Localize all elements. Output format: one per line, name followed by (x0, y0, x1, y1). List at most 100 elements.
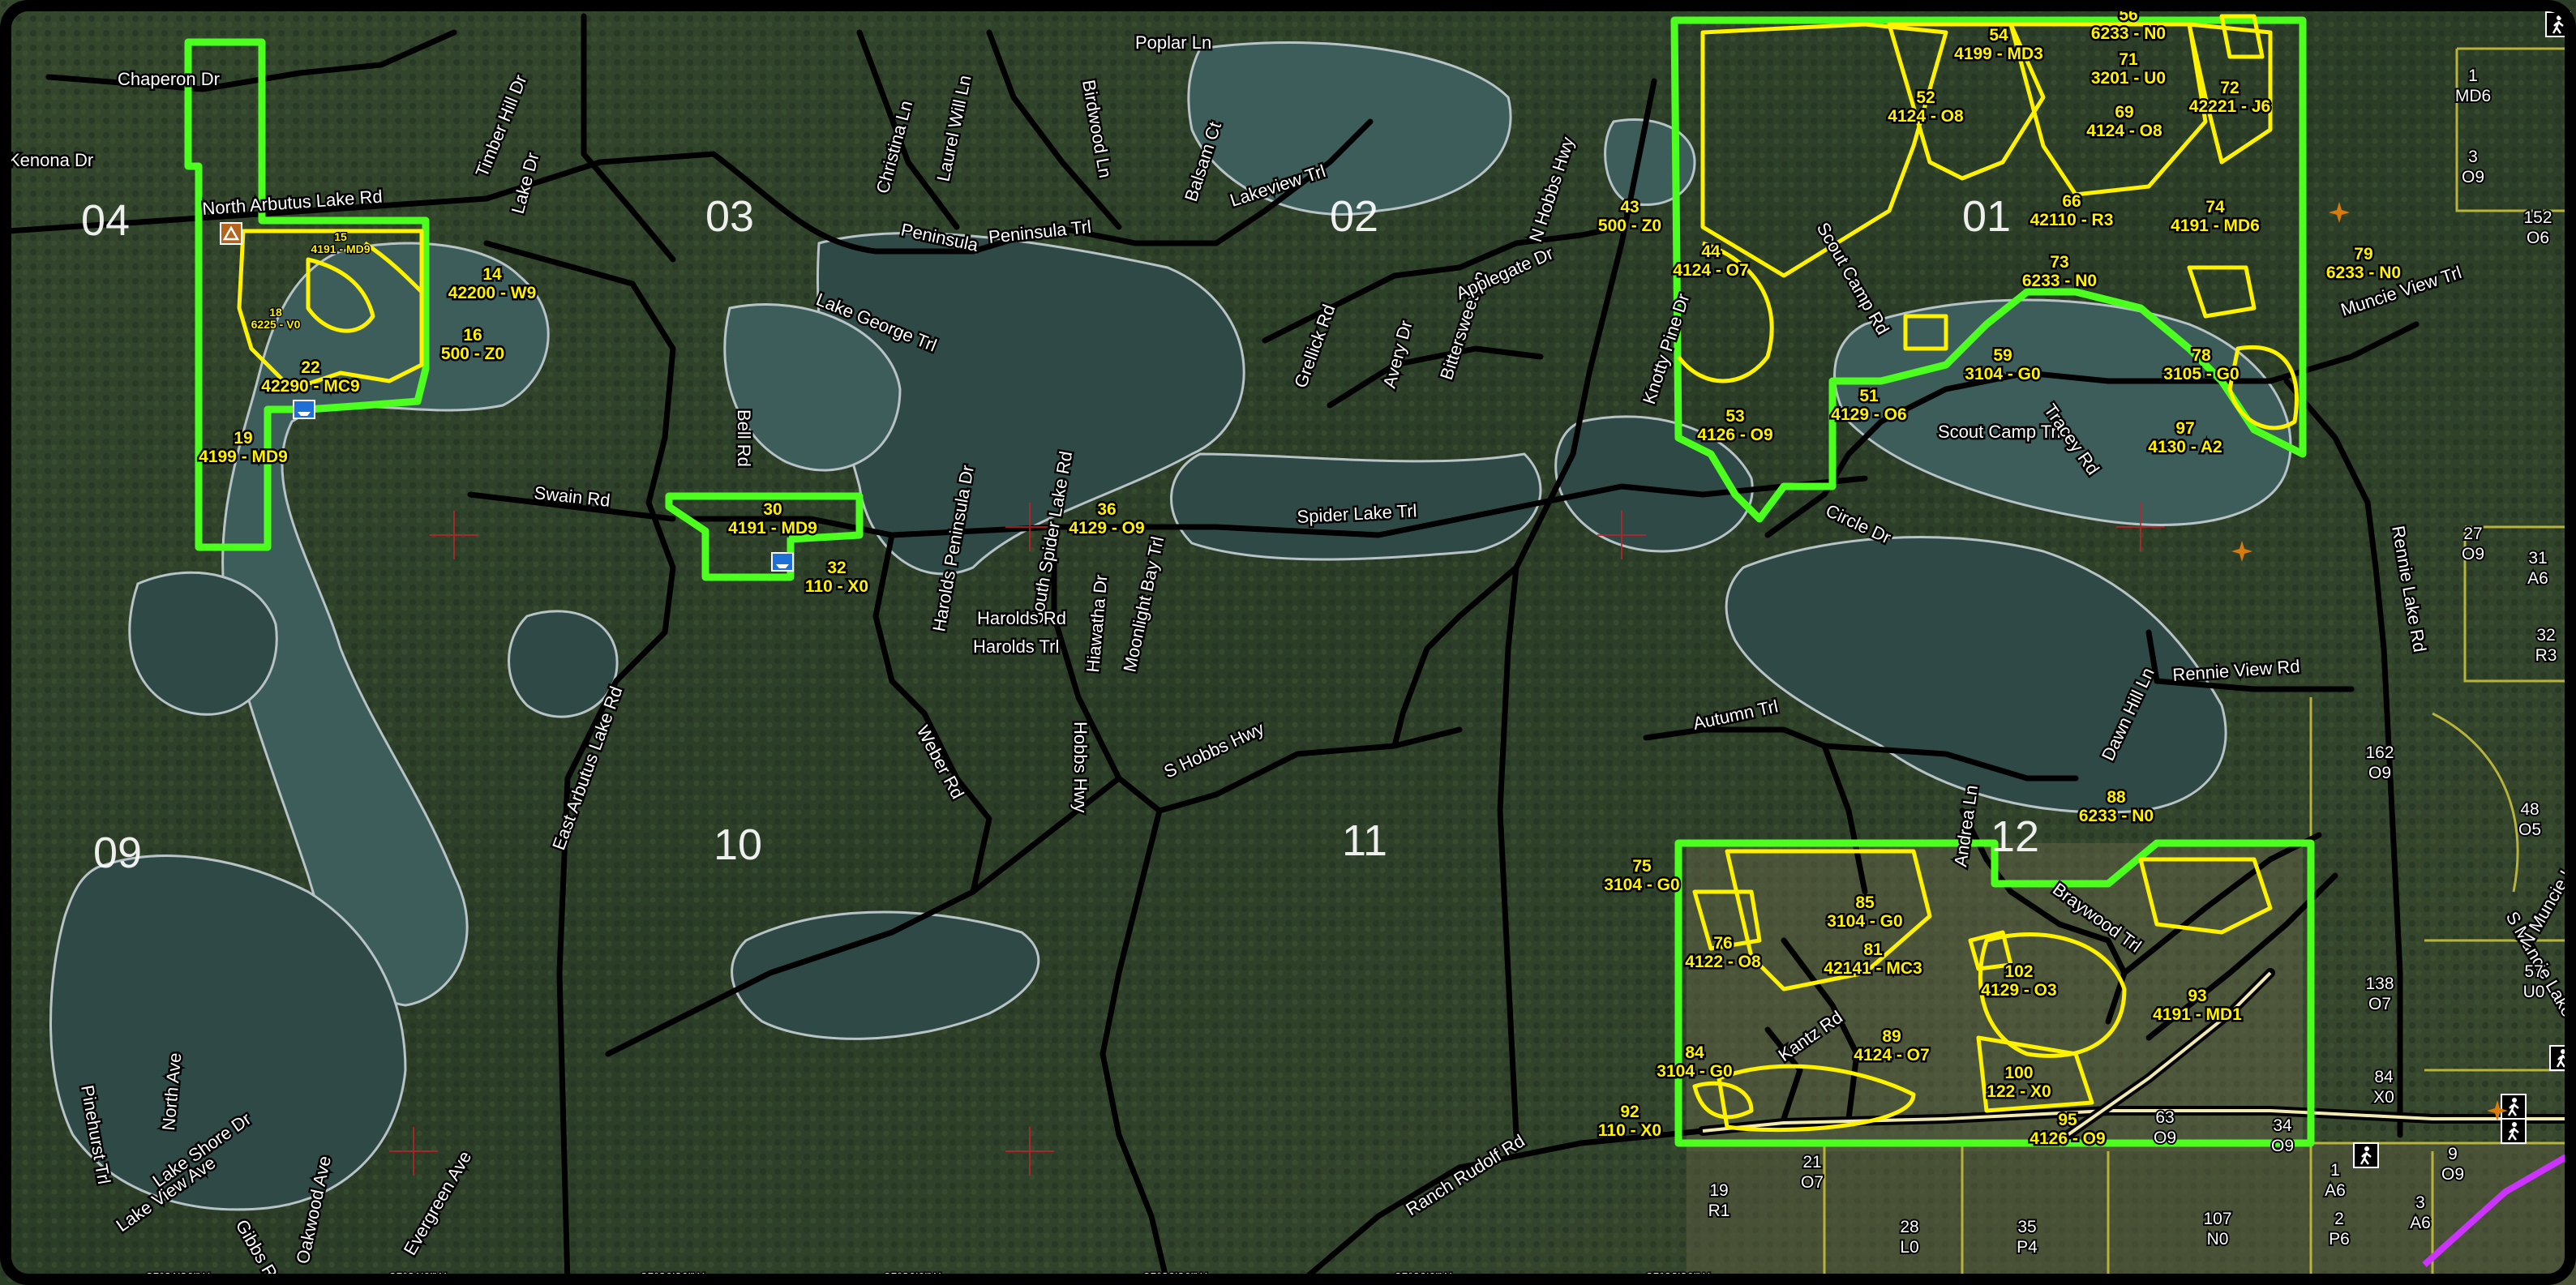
svg-text:84: 84 (2374, 1068, 2394, 1086)
svg-text:73: 73 (2050, 253, 2068, 272)
boundary-section-01 (1670, 16, 2307, 523)
road-label: Poplar Ln (1135, 32, 1211, 53)
svg-text:152: 152 (2523, 208, 2552, 227)
boat-launch-icon[interactable] (771, 552, 794, 572)
svg-text:42141 - MC3: 42141 - MC3 (1824, 959, 1922, 978)
svg-text:81: 81 (1863, 940, 1883, 959)
hiker-icon[interactable] (2501, 1118, 2527, 1144)
road-label: Bell Rd (734, 409, 754, 467)
svg-text:4191 - MD1: 4191 - MD1 (2153, 1005, 2242, 1024)
svg-text:48: 48 (2520, 800, 2539, 819)
svg-text:3105 - G0: 3105 - G0 (2163, 365, 2239, 383)
hiker-icon[interactable] (2501, 1094, 2527, 1120)
svg-text:4191 - MD6: 4191 - MD6 (2171, 216, 2260, 235)
svg-text:19: 19 (234, 429, 252, 448)
svg-text:74: 74 (2205, 198, 2225, 216)
svg-text:O6: O6 (2527, 229, 2549, 247)
svg-text:85: 85 (1855, 893, 1875, 912)
campground-icon[interactable] (220, 222, 242, 245)
svg-text:4129 - O9: 4129 - O9 (1069, 519, 1144, 538)
svg-text:93: 93 (2188, 987, 2206, 1005)
svg-text:71: 71 (2119, 50, 2138, 69)
svg-text:P6: P6 (2329, 1230, 2350, 1249)
boat-launch-icon[interactable] (293, 400, 315, 419)
adjacent-label: 3O9 (2460, 146, 2486, 188)
svg-text:42200 - W9: 42200 - W9 (448, 284, 537, 302)
road-label: Chaperon Dr (118, 69, 220, 89)
lake-george (723, 303, 902, 472)
svg-text:122 - X0: 122 - X0 (1987, 1082, 2051, 1101)
adjacent-label: 2P6 (2327, 1208, 2351, 1250)
svg-text:X0: X0 (2373, 1088, 2394, 1107)
lake-small-west (128, 571, 278, 716)
trail-segment (2422, 1148, 2576, 1267)
svg-text:4191 - MD9: 4191 - MD9 (728, 519, 817, 538)
section-label: 03 (705, 192, 754, 241)
svg-text:O9: O9 (2462, 168, 2484, 186)
road-label: Harolds Trl (973, 636, 1059, 657)
roads (5, 13, 2420, 1285)
svg-text:36: 36 (1097, 500, 1116, 519)
svg-text:P4: P4 (2017, 1238, 2038, 1257)
management-boundaries (184, 16, 2315, 1147)
svg-text:9: 9 (2448, 1145, 2458, 1163)
svg-text:1: 1 (2330, 1161, 2340, 1180)
svg-text:69: 69 (2115, 103, 2133, 122)
hiker-icon[interactable] (2353, 1142, 2379, 1168)
svg-text:34: 34 (2273, 1116, 2292, 1135)
svg-text:3104 - G0: 3104 - G0 (1604, 876, 1679, 894)
svg-text:1: 1 (2468, 66, 2478, 85)
svg-text:500 - Z0: 500 - Z0 (1598, 216, 1661, 235)
svg-text:32: 32 (2536, 626, 2555, 645)
svg-text:110 - X0: 110 - X0 (805, 577, 868, 596)
highway (1698, 968, 2576, 1140)
road-label: Hobbs Hwy (1070, 722, 1091, 812)
svg-text:54: 54 (1989, 26, 2008, 45)
svg-text:100: 100 (2004, 1064, 2033, 1082)
svg-text:4124 - O8: 4124 - O8 (1888, 107, 1964, 126)
forest-stands (237, 14, 2299, 1133)
section-label: 09 (93, 829, 142, 877)
svg-text:2: 2 (2334, 1210, 2344, 1228)
svg-text:O7: O7 (1801, 1173, 1824, 1192)
point-of-interest-icon[interactable] (2231, 541, 2252, 562)
point-of-interest-icon[interactable] (2487, 1100, 2508, 1121)
lakes (49, 41, 2292, 1211)
svg-text:78: 78 (2192, 346, 2211, 365)
svg-text:O7: O7 (2368, 995, 2391, 1013)
svg-text:57: 57 (2524, 962, 2543, 981)
svg-text:U0: U0 (2523, 983, 2545, 1001)
svg-text:110 - X0: 110 - X0 (1598, 1121, 1661, 1140)
svg-text:R1: R1 (1708, 1201, 1730, 1220)
lake-arbutus (221, 242, 550, 1007)
point-of-interest-icon[interactable] (2329, 202, 2350, 223)
